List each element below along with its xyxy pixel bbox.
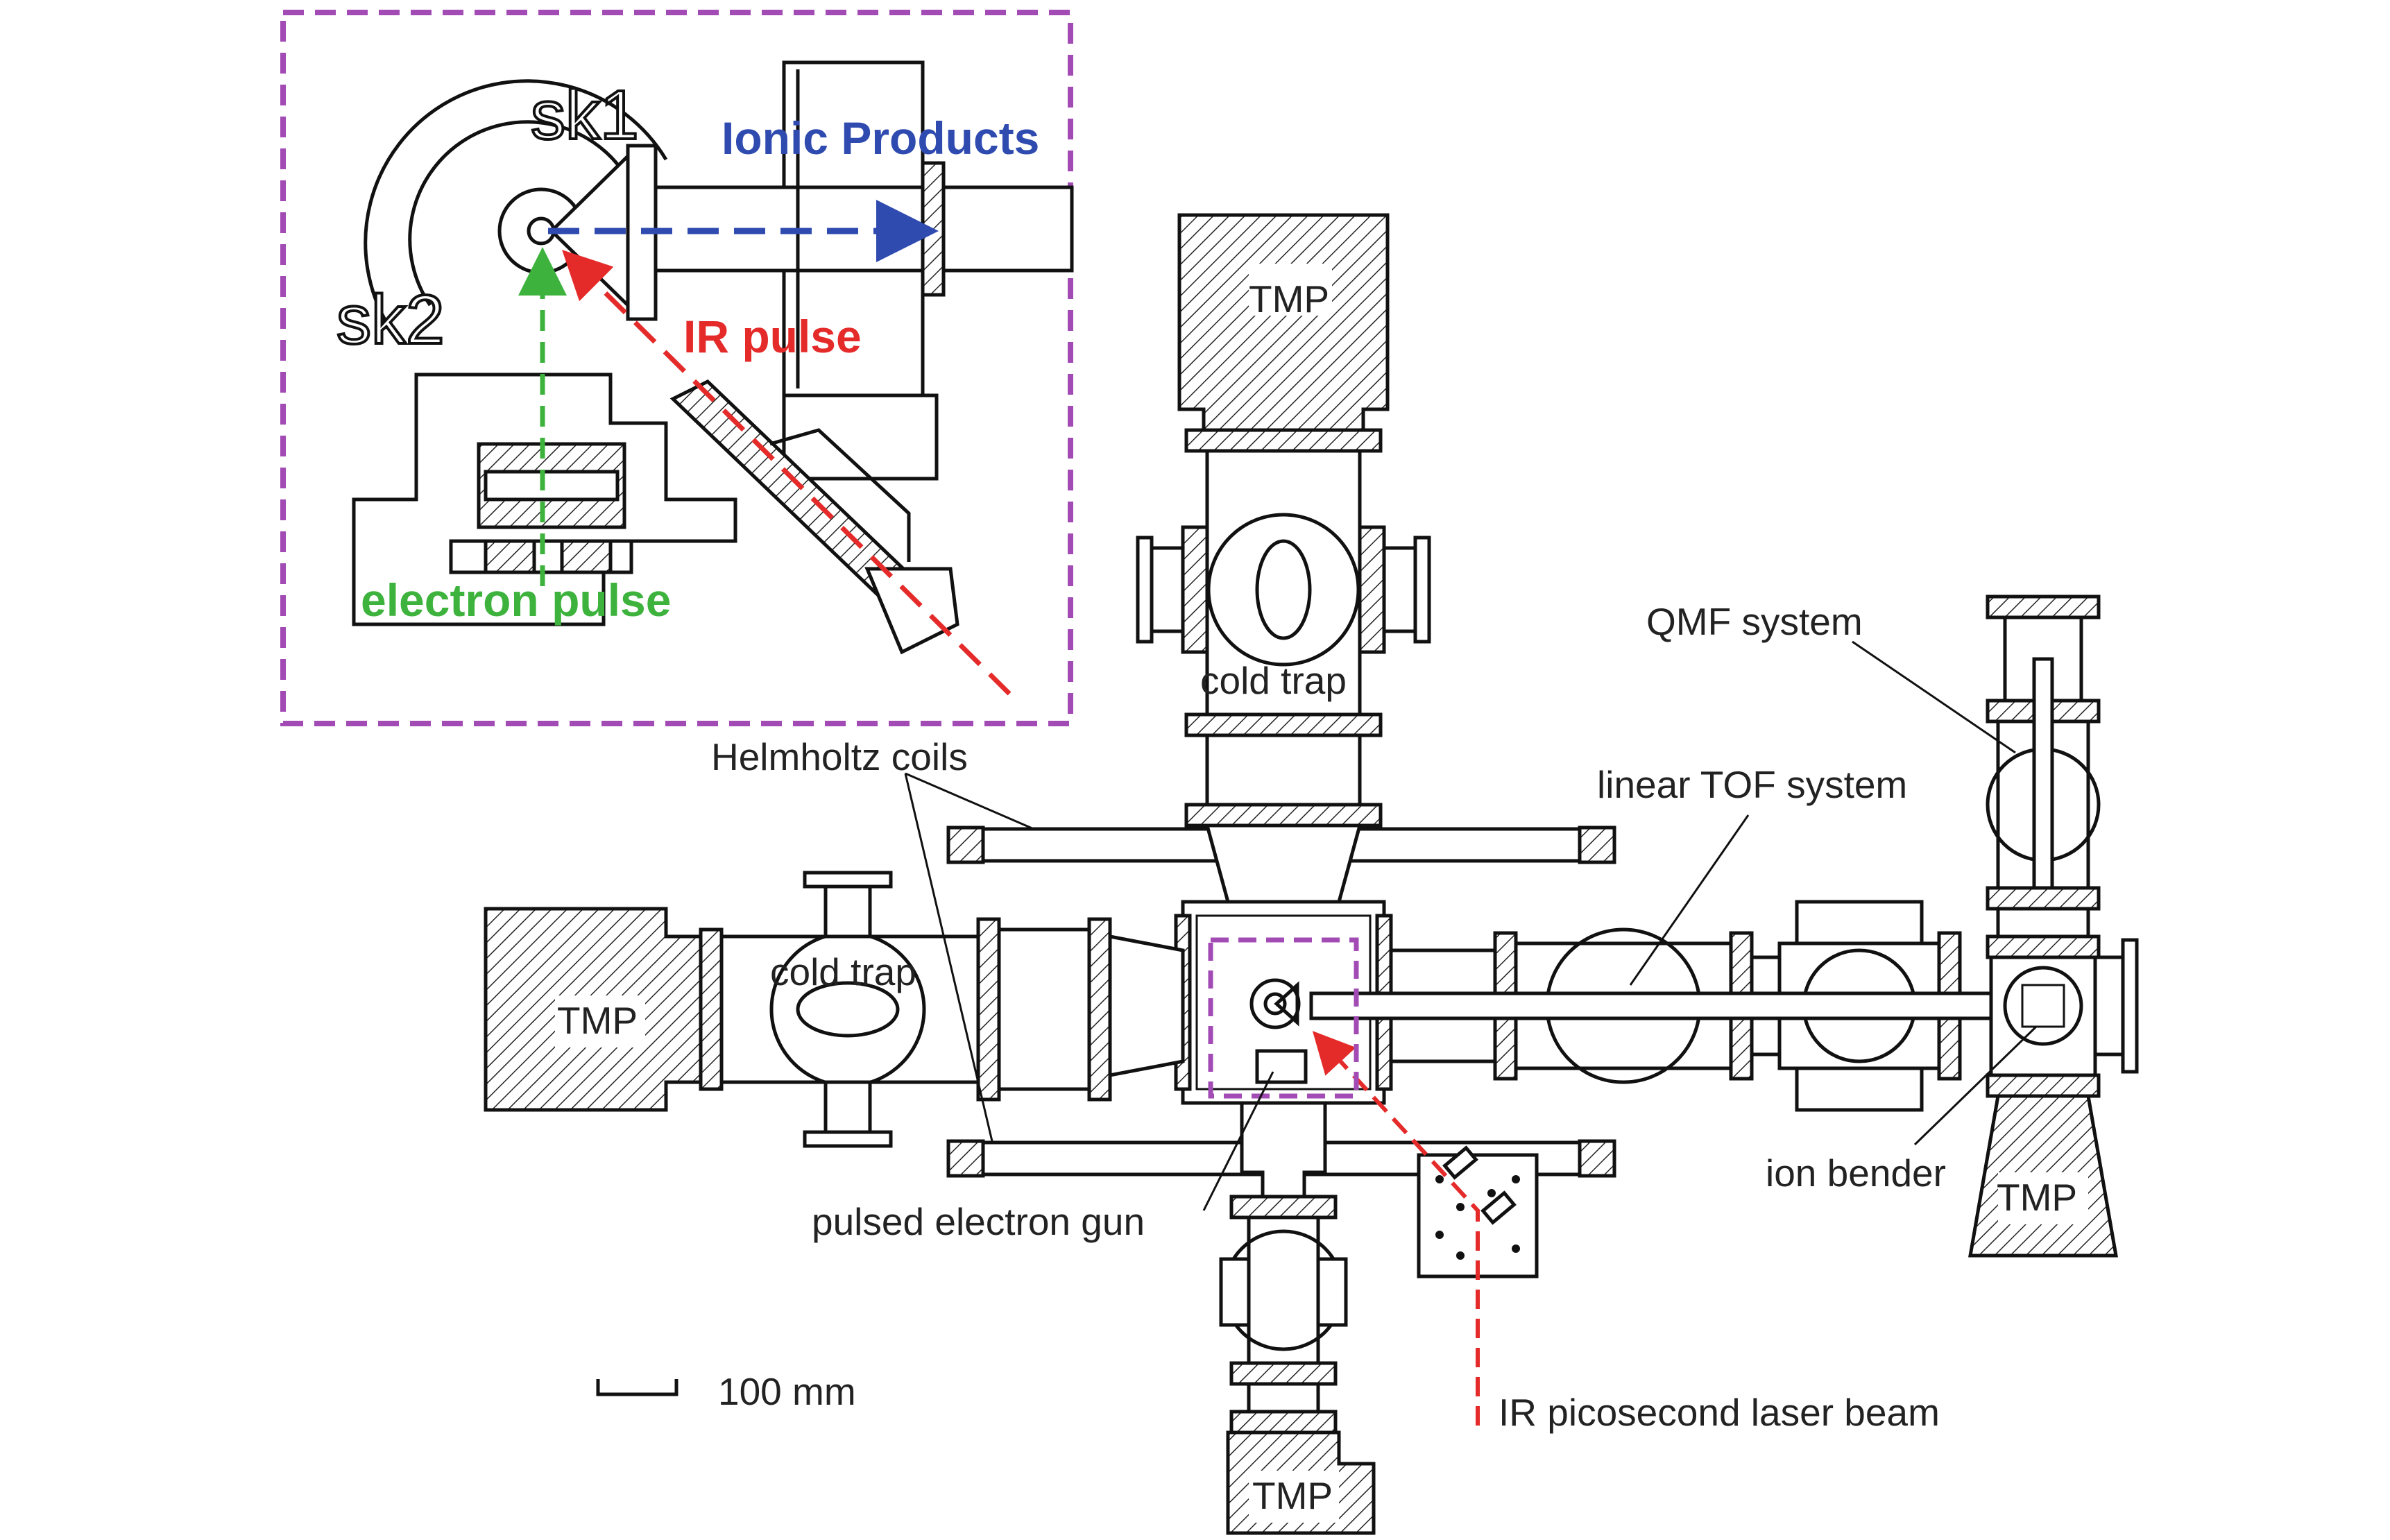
cold-trap-left-label: cold trap (770, 950, 916, 993)
electron-pulse-label: electron pulse (361, 574, 671, 626)
linear-tof-system-label: linear TOF system (1597, 763, 1907, 806)
scale-bar-label: 100 mm (718, 1370, 856, 1413)
ir-pulse-label: IR pulse (683, 311, 862, 362)
tmp-right (1968, 1094, 2118, 1258)
qmf-system (1986, 594, 2101, 959)
inset-detail: sk1 sk2 Ionic Products IR pulse electron… (280, 10, 1074, 726)
cold-trap-top (1136, 428, 1431, 904)
tmp-right-label: TMP (1997, 1176, 2077, 1219)
linear-tof-system (1309, 900, 2021, 1112)
tmp-top (1177, 213, 1390, 432)
tmp-left-label: TMP (557, 999, 638, 1042)
tmp-bottom-label: TMP (1252, 1474, 1333, 1517)
pulsed-electron-gun-label: pulsed electron gun (812, 1200, 1145, 1243)
ion-bender (1986, 938, 2139, 1098)
ion-bender-label: ion bender (1766, 1152, 1946, 1195)
sk1-label: sk1 (531, 76, 639, 154)
cold-trap-left (699, 871, 1185, 1148)
bottom-port (1219, 1101, 1348, 1435)
tmp-left (484, 907, 703, 1112)
ir-laser-beam-label: IR picosecond laser beam (1499, 1391, 1940, 1434)
scale-bar (596, 1379, 678, 1396)
ir-pulse-arrow (562, 250, 1012, 696)
qmf-system-label: QMF system (1646, 600, 1863, 643)
ir-laser-beam-path (1312, 1031, 1480, 1426)
tmp-top-label: TMP (1249, 277, 1329, 320)
inset-region-marker (1208, 937, 1359, 1099)
leader-lines (904, 640, 2038, 1211)
helmholtz-coils-label: Helmholtz coils (711, 735, 968, 778)
sk2-label: sk2 (336, 281, 445, 359)
ionic-products-label: Ionic Products (722, 112, 1039, 164)
cold-trap-top-label: cold trap (1200, 659, 1347, 702)
tmp-bottom (1226, 1430, 1376, 1535)
